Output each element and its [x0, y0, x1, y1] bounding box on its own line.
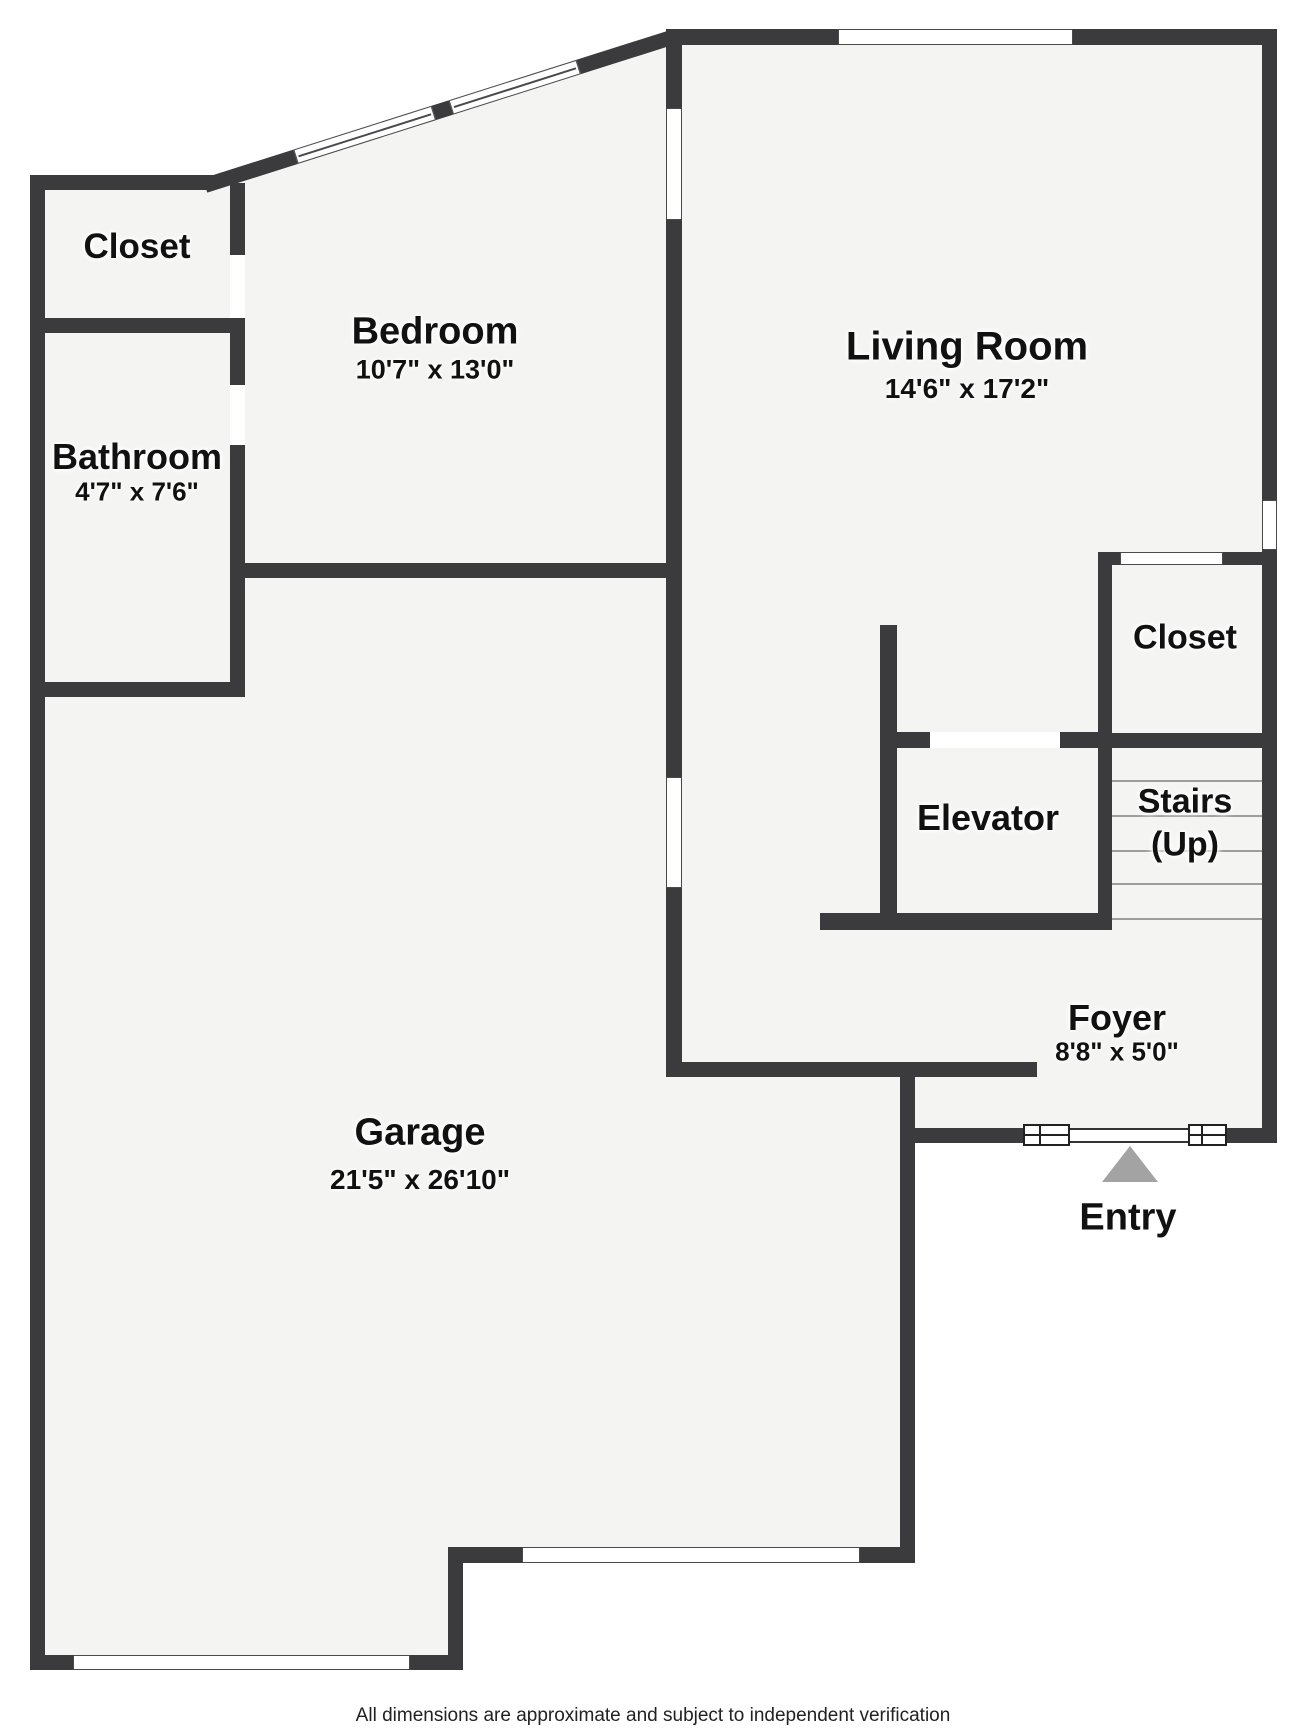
wall [230, 563, 682, 578]
wall [30, 175, 215, 190]
window [838, 29, 1073, 45]
bedroom-dims: 10'7" x 13'0" [355, 354, 515, 385]
wall [880, 625, 897, 930]
wall [900, 1077, 915, 1143]
wall [1098, 733, 1262, 748]
wall [897, 732, 930, 748]
window [522, 1547, 860, 1563]
wall [860, 1547, 915, 1563]
window [73, 1655, 410, 1670]
window [666, 777, 682, 888]
stair-tread [1112, 850, 1262, 852]
living-room-dims: 14'6" x 17'2" [884, 373, 1050, 404]
wall [1073, 29, 1277, 45]
bathroom-label: Bathroom [52, 436, 222, 477]
stair-tread [1112, 815, 1262, 817]
closet-top-left-label: Closet [83, 227, 191, 266]
stairs-label: Stairs [1137, 782, 1233, 821]
foyer-dims: 8'8" x 5'0" [1055, 1036, 1179, 1067]
wall [666, 29, 838, 45]
living-room-label: Living Room [845, 324, 1089, 369]
garage-dims: 21'5" x 26'10" [329, 1164, 511, 1195]
wall [448, 1563, 463, 1670]
door-icon [1023, 1124, 1070, 1146]
wall [448, 1547, 522, 1563]
garage-label: Garage [354, 1111, 486, 1154]
window [1120, 552, 1223, 565]
wall [30, 175, 45, 1670]
wall [1223, 552, 1262, 565]
wall [1227, 1128, 1277, 1143]
wall [1262, 29, 1277, 500]
door-opening [930, 732, 1060, 748]
wall [666, 40, 682, 108]
stair-tread [1112, 883, 1262, 885]
wall [666, 888, 682, 1077]
wall [900, 1128, 1023, 1143]
door-icon [1188, 1124, 1227, 1146]
bedroom-label: Bedroom [351, 310, 519, 353]
closet-right-label: Closet [1133, 618, 1237, 657]
bathroom-dims: 4'7" x 7'6" [75, 476, 199, 507]
stair-tread [1112, 780, 1262, 782]
window [1262, 500, 1277, 550]
wall [666, 220, 682, 777]
stair-tread [1112, 918, 1262, 920]
wall [1262, 550, 1277, 1143]
door-opening [230, 385, 245, 445]
wall [230, 183, 245, 255]
entry-door-opening [1070, 1128, 1188, 1143]
entry-label: Entry [1079, 1196, 1177, 1239]
door-opening [230, 255, 245, 318]
foyer-label: Foyer [1067, 997, 1167, 1038]
wall [666, 1062, 1037, 1077]
wall [900, 1143, 915, 1563]
window [666, 108, 682, 220]
wall [410, 1655, 463, 1670]
wall [30, 1655, 73, 1670]
wall [820, 913, 1112, 930]
wall [30, 318, 245, 333]
disclaimer-text: All dimensions are approximate and subje… [355, 1705, 951, 1726]
entry-arrow-icon [1102, 1146, 1158, 1182]
wall [30, 682, 245, 697]
wall [230, 333, 245, 385]
wall [1060, 732, 1098, 748]
elevator-label: Elevator [916, 797, 1060, 838]
stairs-up-label: (Up) [1151, 825, 1219, 864]
